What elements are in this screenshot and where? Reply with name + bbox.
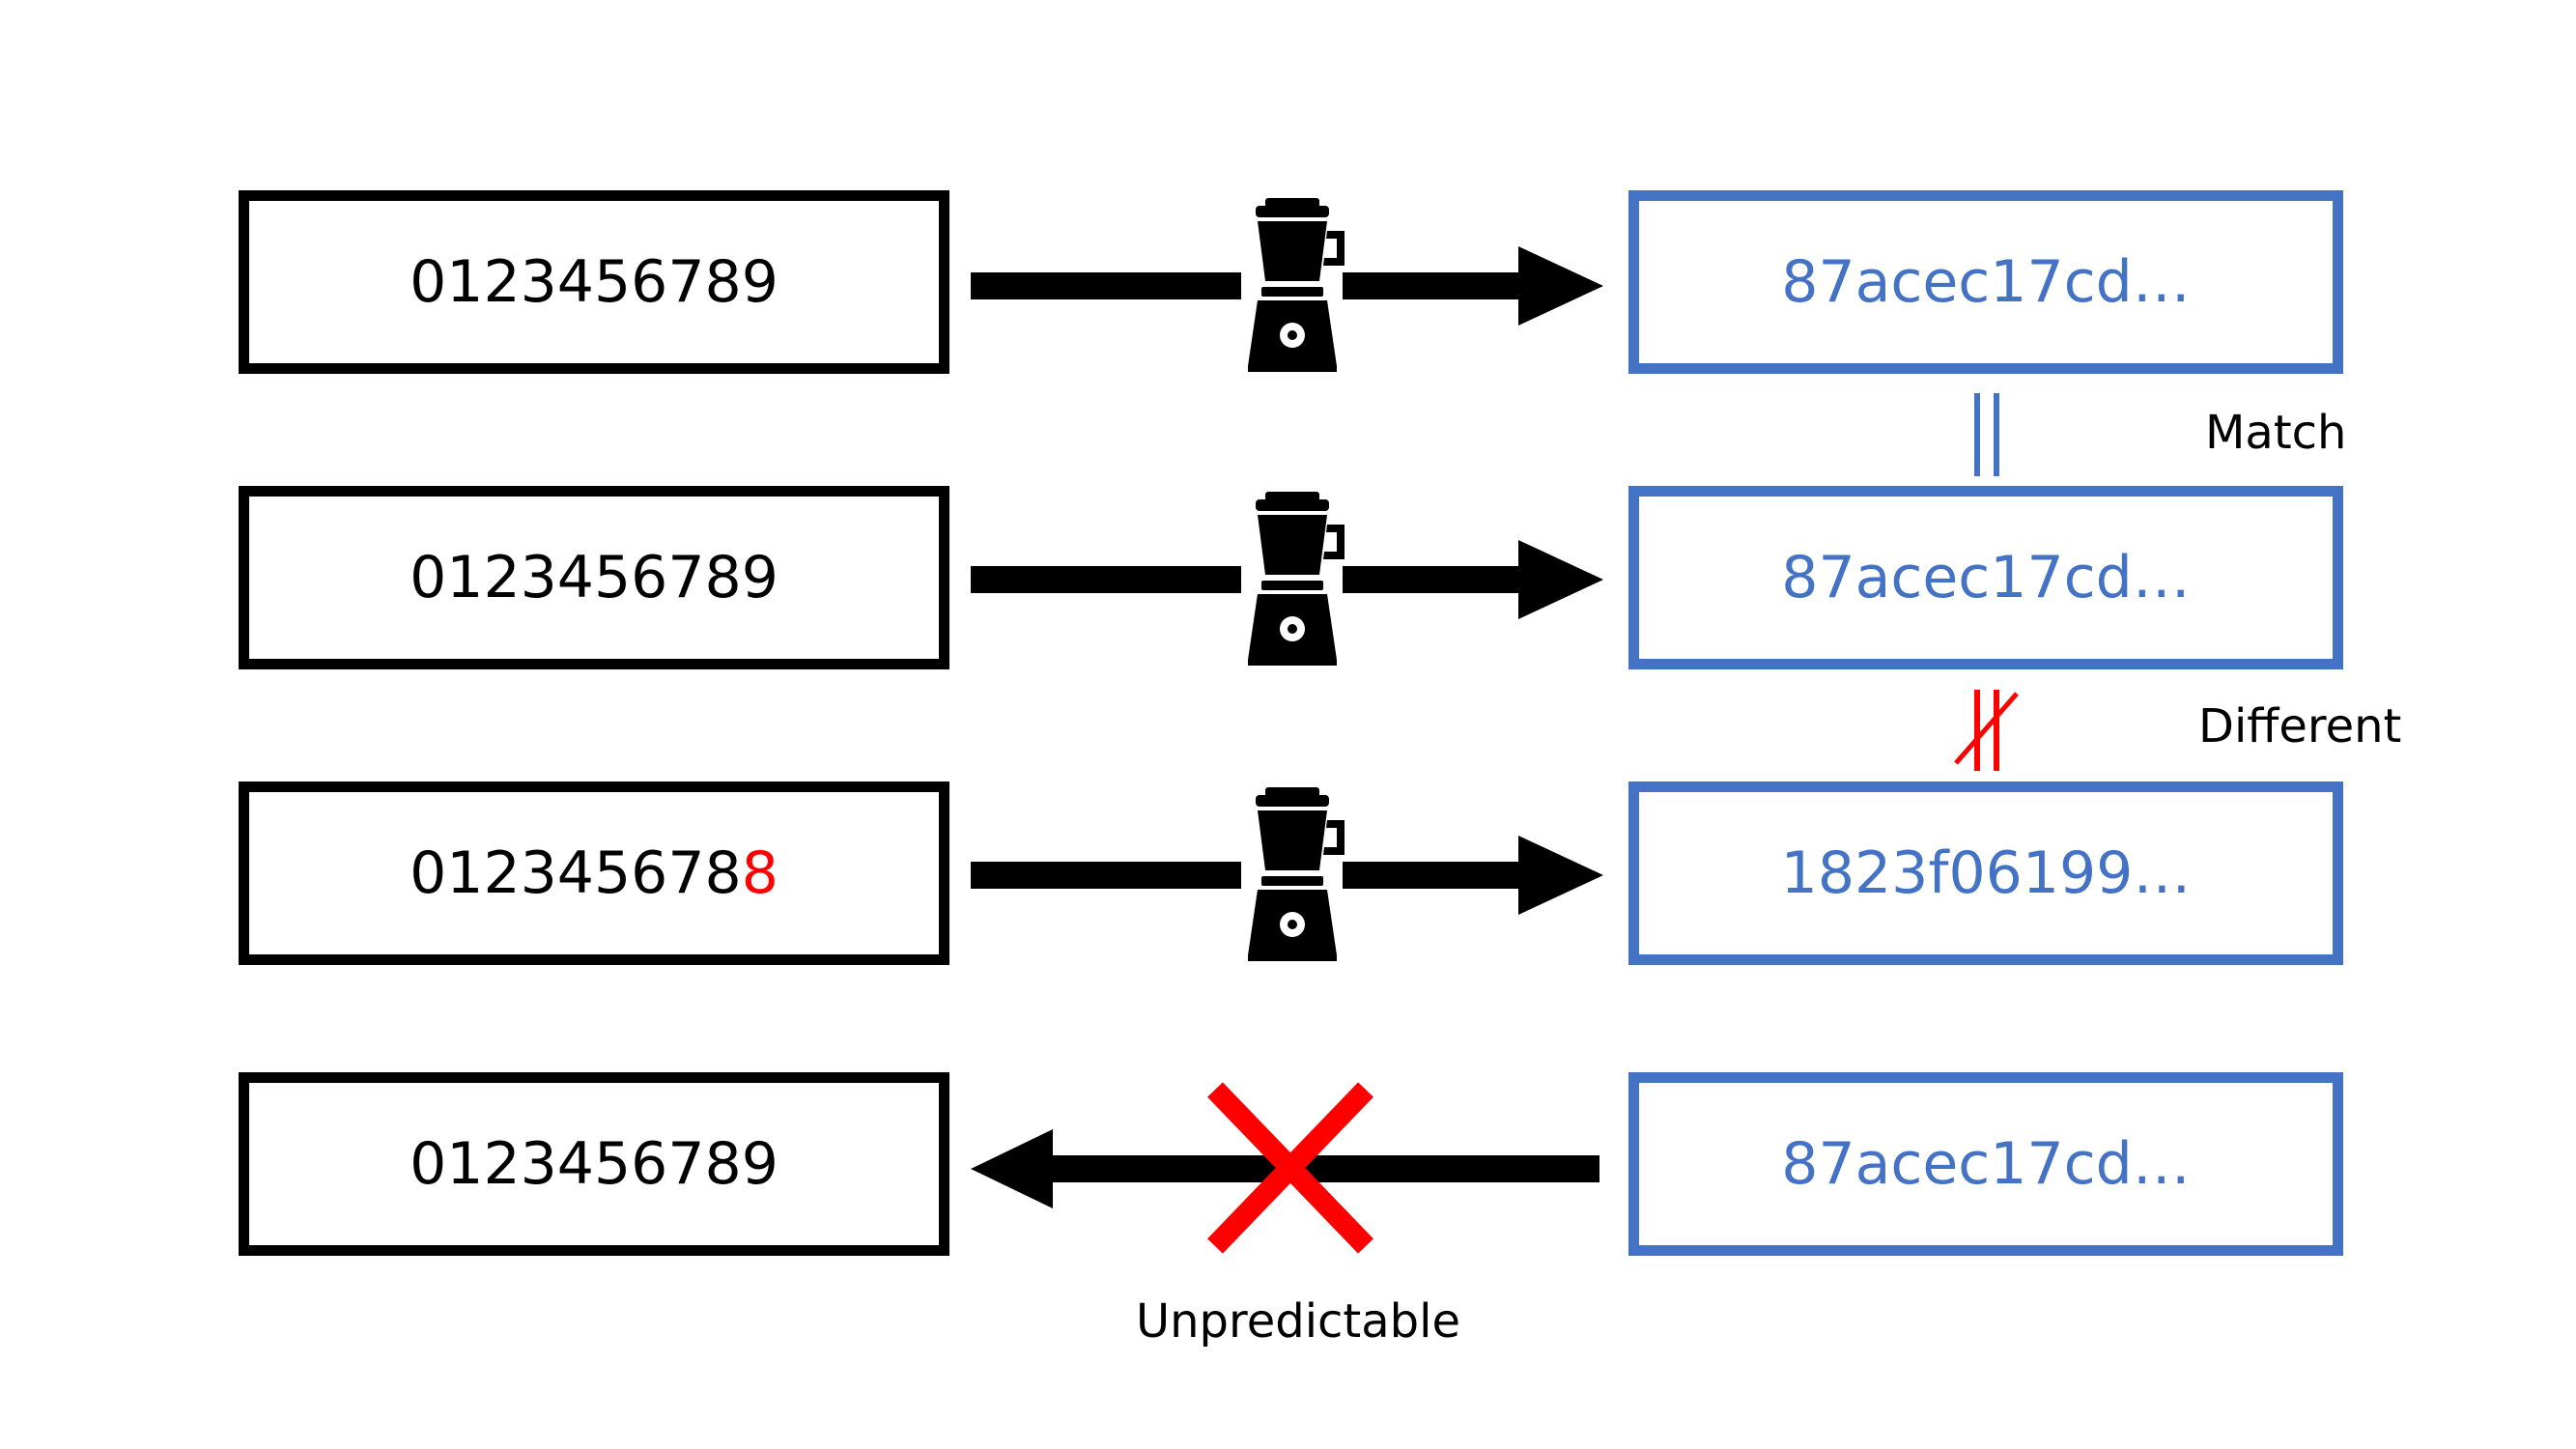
- equals-sign: [1974, 393, 1999, 476]
- changed-digit: 8: [741, 839, 778, 907]
- hash-text-3: 1823f06199…: [1780, 839, 2192, 907]
- input-text-2: 0123456789: [410, 544, 778, 611]
- input-text-4: 0123456789: [410, 1130, 778, 1198]
- forward-arrow-2: [971, 540, 1603, 619]
- hash-box-4: 87acec17cd…: [1628, 1072, 2343, 1256]
- input-box-2: 0123456789: [239, 486, 949, 669]
- different-label: Different: [2198, 699, 2402, 753]
- input-text-3: 0123456788: [410, 839, 778, 907]
- hash-text-1: 87acec17cd…: [1781, 248, 2191, 316]
- input-box-3: 0123456788: [239, 781, 949, 965]
- forward-arrow-1: [971, 246, 1603, 326]
- blender-icon: [1248, 787, 1345, 961]
- hash-text-2: 87acec17cd…: [1781, 544, 2191, 611]
- input-box-4: 0123456789: [239, 1072, 949, 1256]
- input-text-1: 0123456789: [410, 248, 778, 316]
- hash-text-4: 87acec17cd…: [1781, 1130, 2191, 1198]
- input-box-1: 0123456789: [239, 190, 949, 374]
- red-x-icon: [1207, 1082, 1373, 1254]
- forward-arrow-3: [971, 836, 1603, 915]
- blender-icon: [1248, 198, 1345, 372]
- match-label: Match: [2205, 406, 2347, 460]
- hash-box-3: 1823f06199…: [1628, 781, 2343, 965]
- hash-box-2: 87acec17cd…: [1628, 486, 2343, 669]
- reverse-arrow: [971, 1129, 1599, 1208]
- not-equal-sign: [1954, 690, 2019, 771]
- blender-icon: [1248, 492, 1345, 666]
- unpredictable-label: Unpredictable: [1136, 1294, 1460, 1349]
- hash-box-1: 87acec17cd…: [1628, 190, 2343, 374]
